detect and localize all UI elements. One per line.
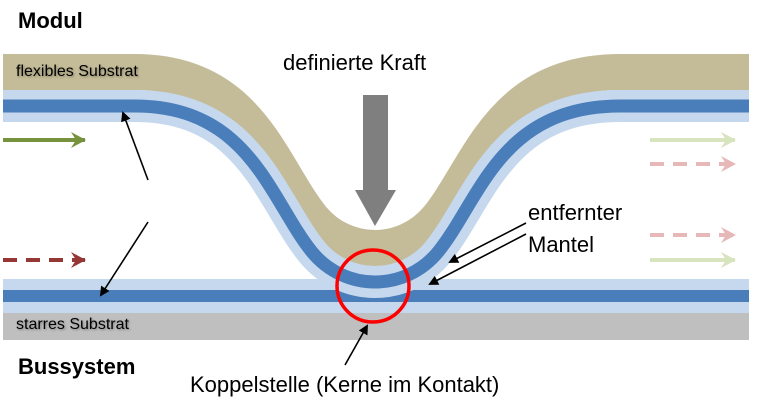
pointer-coupling [344, 324, 368, 366]
module-core [3, 99, 749, 289]
module-title: Modul [18, 8, 83, 33]
coupling-circle [335, 248, 411, 324]
removed-cladding-label-2: Mantel [528, 232, 595, 257]
flexible-module [3, 54, 749, 298]
pointer-cladding-2 [428, 233, 527, 285]
pointer-cladding-1 [448, 222, 527, 263]
removed-cladding-label-1: entfernter [528, 200, 623, 225]
flexible-substrate [3, 54, 749, 266]
force-label: definierte Kraft [283, 50, 427, 75]
rigid-substrate-label: starres Substrat [16, 316, 129, 333]
bus-title: Bussystem [18, 354, 136, 379]
coupling-label: Koppelstelle (Kerne im Kontakt) [190, 372, 500, 397]
flex-substrate-label: flexibles Substrat [16, 63, 138, 80]
rigid-substrate [3, 313, 749, 340]
pointer-core-bottom [99, 221, 149, 297]
force-arrow-icon [355, 95, 396, 226]
pointer-core-top [121, 111, 149, 181]
